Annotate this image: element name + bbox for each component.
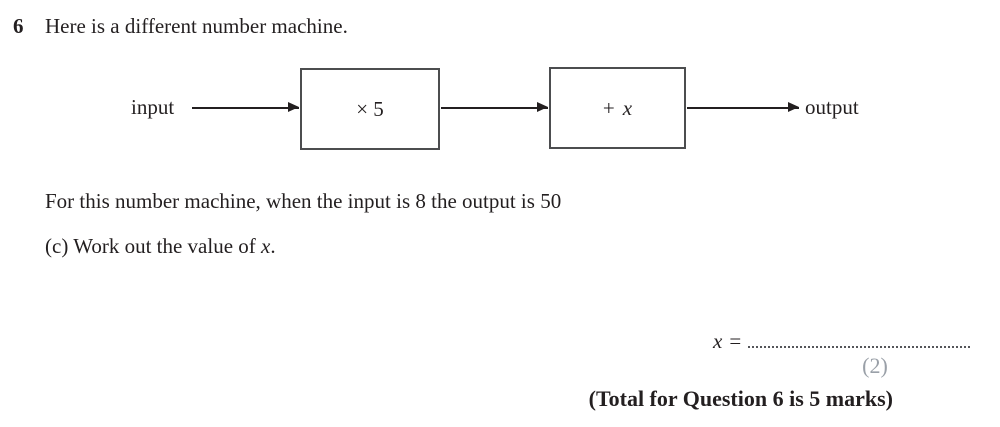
answer-row: x = — [713, 329, 971, 354]
machine-box2-operator: + — [602, 95, 615, 120]
part-text: Work out the value of — [73, 234, 256, 258]
part-variable: x — [261, 234, 271, 258]
question-intro-text: Here is a different number machine. — [45, 14, 348, 38]
question-part-c: (c) Work out the value of x. — [45, 234, 276, 259]
answer-equals: = — [729, 329, 742, 353]
arrow-box1-to-box2-icon — [441, 103, 548, 111]
part-label: (c) — [45, 234, 69, 258]
part-period: . — [270, 234, 276, 258]
question-number: 6 — [13, 14, 24, 38]
arrow-input-to-box1-icon — [192, 103, 299, 111]
machine-box2-variable: x — [622, 95, 633, 120]
arrow-box2-to-output-icon — [687, 103, 799, 111]
machine-output-label: output — [805, 95, 859, 119]
answer-dotted-line — [748, 330, 971, 348]
total-marks-line: (Total for Question 6 is 5 marks) — [588, 386, 893, 411]
machine-input-label: input — [131, 95, 175, 119]
marks-badge: (2) — [862, 353, 888, 378]
machine-box-multiply: × 5 — [300, 68, 440, 150]
machine-box1-label: × 5 — [356, 96, 384, 121]
answer-variable: x — [713, 329, 723, 353]
machine-box-add: + x — [549, 67, 686, 149]
question-statement: For this number machine, when the input … — [45, 189, 562, 213]
